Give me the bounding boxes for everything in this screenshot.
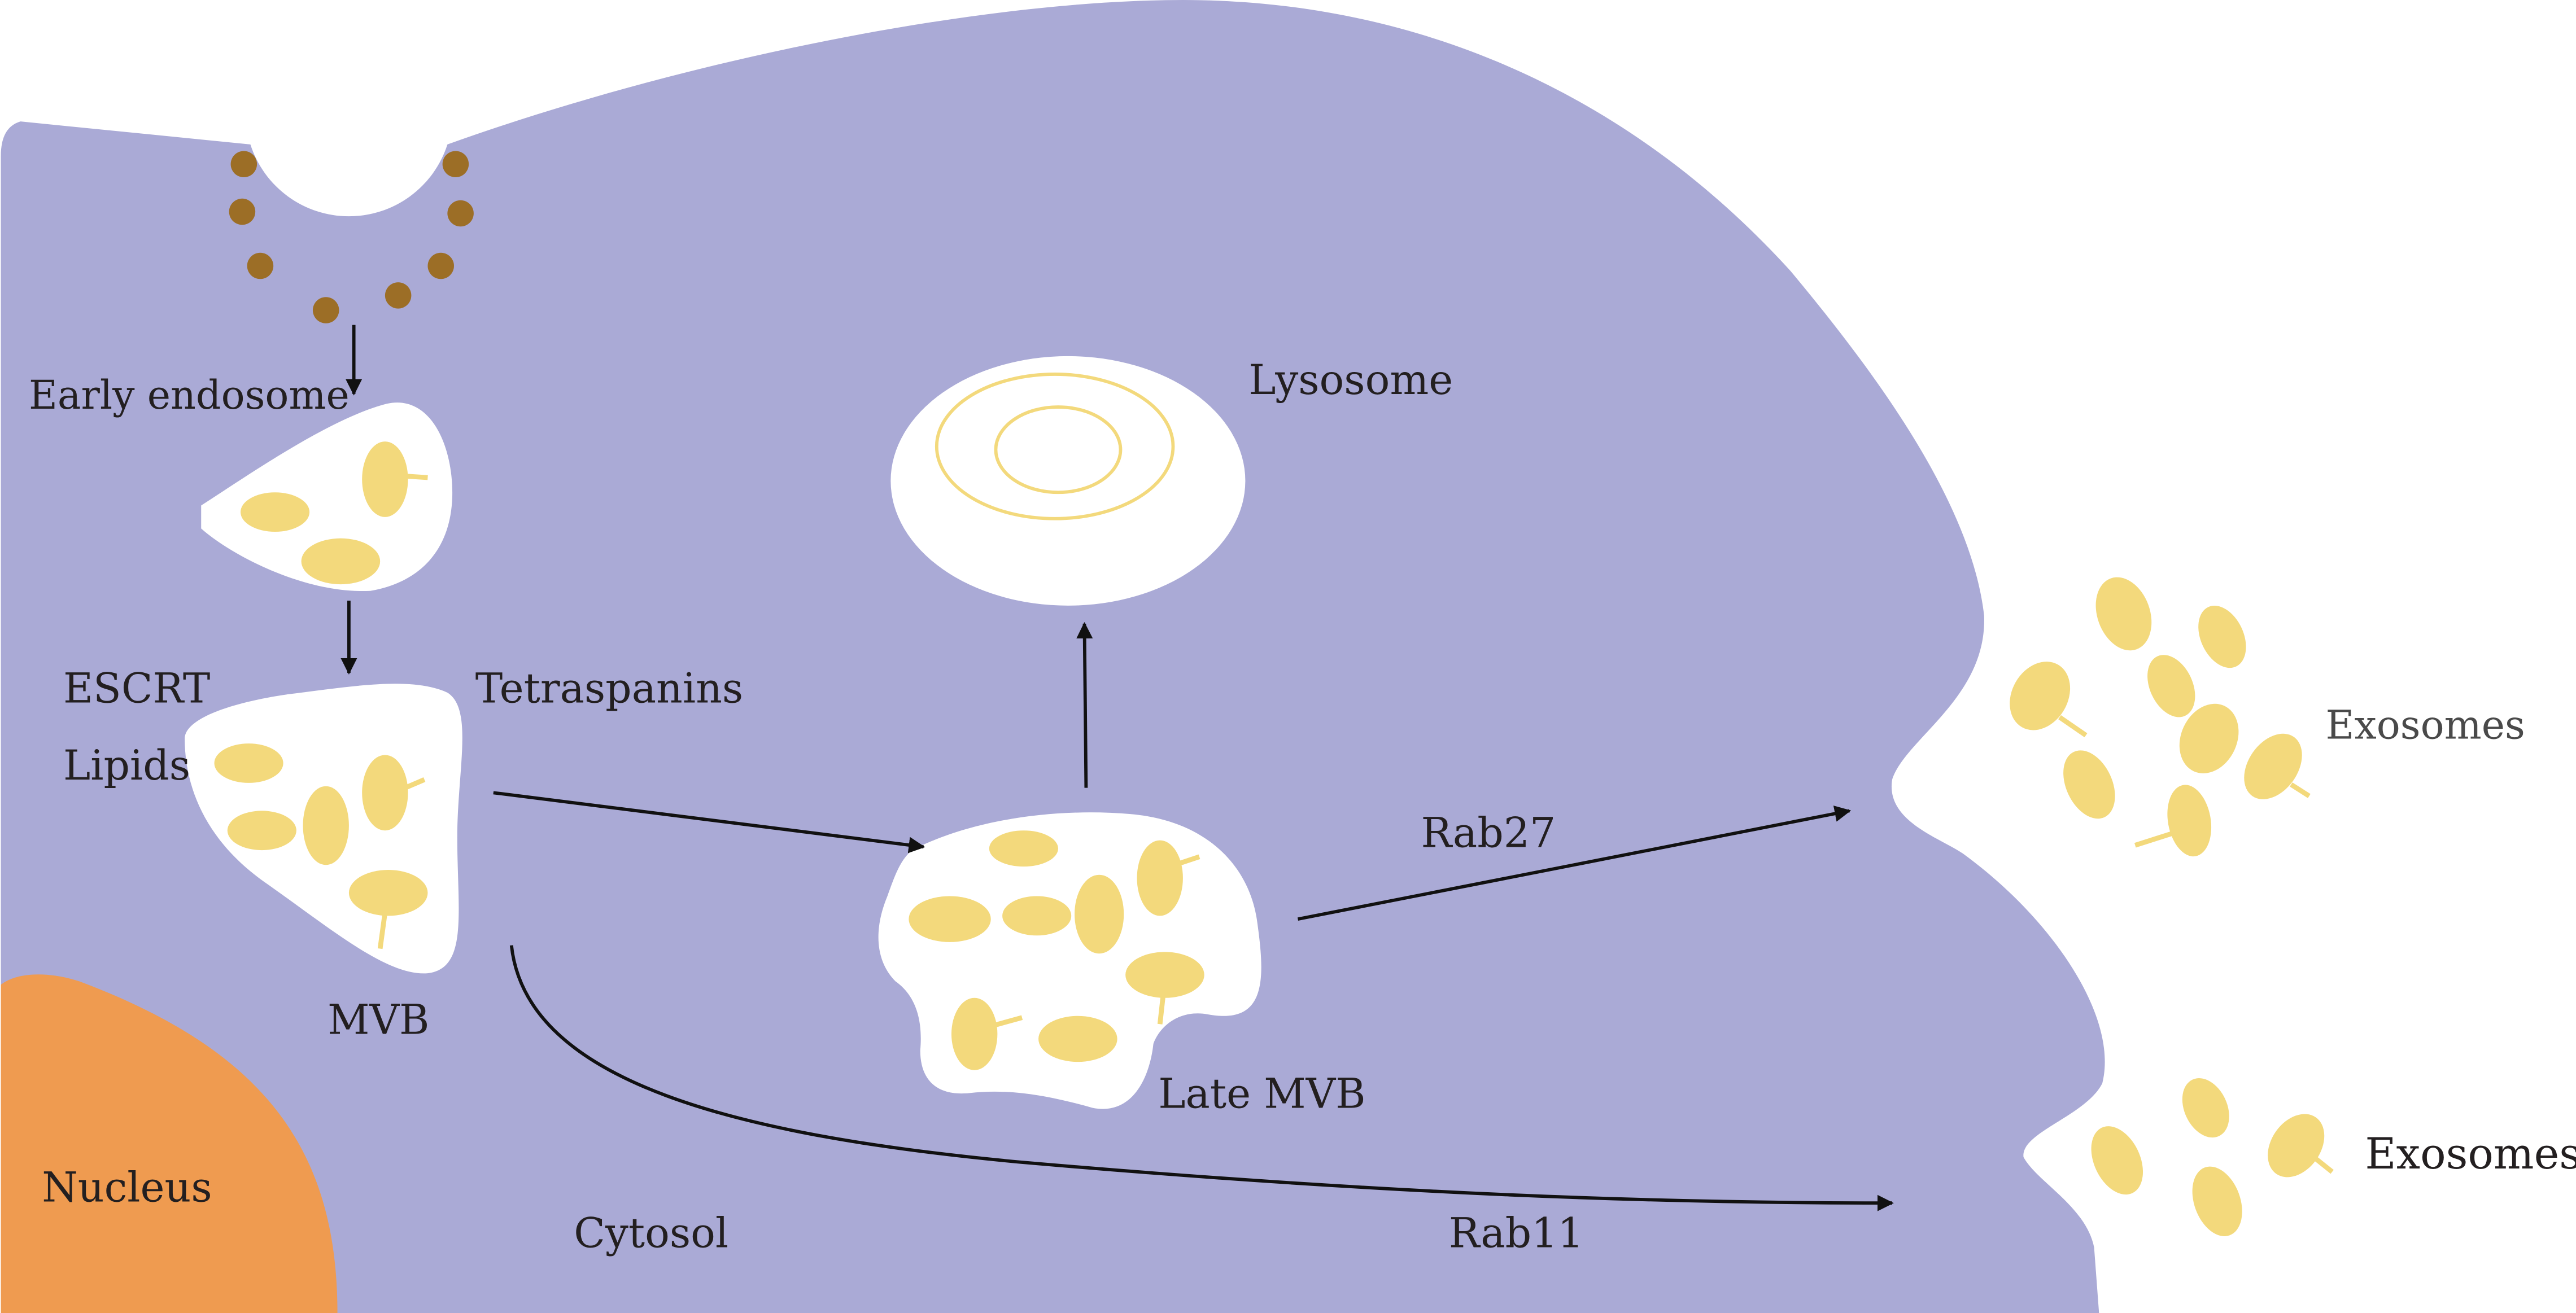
exosome xyxy=(2179,703,2239,773)
label-mvb: MVB xyxy=(328,997,429,1044)
lysosome-inner-ring xyxy=(935,373,1175,520)
vesicle xyxy=(1075,874,1124,954)
cell-body xyxy=(1,0,2105,1313)
vesicle xyxy=(241,492,310,532)
vesicle xyxy=(214,743,283,783)
mvb xyxy=(185,684,462,974)
labels: Early endosome Lysosome ESCRT Lipids Tet… xyxy=(29,357,2576,1258)
vesicle xyxy=(362,441,408,517)
exosome xyxy=(2192,1166,2242,1236)
exosome xyxy=(2198,606,2246,668)
receptor-dot xyxy=(447,200,474,227)
exosome xyxy=(2182,1078,2229,1138)
label-nucleus: Nucleus xyxy=(42,1164,212,1211)
vesicle xyxy=(1137,840,1183,916)
exosome-stalk xyxy=(2314,1157,2334,1174)
lysosome-core-ring xyxy=(994,405,1123,494)
label-escrt: ESCRT xyxy=(63,665,210,712)
vesicle xyxy=(1038,1016,1117,1062)
receptor-dot xyxy=(312,297,339,323)
vesicle xyxy=(362,755,408,831)
label-rab27: Rab27 xyxy=(1421,809,1556,857)
label-late-mvb: Late MVB xyxy=(1158,1071,1365,1118)
arrow-rab11-recycling xyxy=(509,945,1894,1211)
receptor-dot xyxy=(247,252,274,279)
label-exosomes-lower: Exosomes xyxy=(2365,1129,2576,1179)
exosome xyxy=(2167,785,2212,857)
early-endosome xyxy=(201,402,453,592)
exosome xyxy=(2095,577,2152,651)
pathway-arrows xyxy=(340,325,1894,1211)
exosome xyxy=(2147,655,2195,717)
exosome-stalk xyxy=(2058,715,2088,738)
arrow-mvb-to-late-mvb xyxy=(493,791,925,854)
label-exosomes-upper: Exosomes xyxy=(2326,702,2525,748)
label-early-endosome: Early endosome xyxy=(29,373,350,418)
label-lysosome: Lysosome xyxy=(1248,357,1453,404)
label-lipids: Lipids xyxy=(63,742,190,790)
membrane-receptors xyxy=(229,151,474,323)
vesicle xyxy=(348,869,428,916)
exosome-cluster-upper xyxy=(2010,577,2311,857)
nucleus-shape xyxy=(1,974,338,1313)
receptor-dot xyxy=(385,282,412,309)
vesicle xyxy=(303,786,349,865)
tetraspanin-stalk xyxy=(1174,854,1200,868)
vesicle xyxy=(989,830,1058,867)
exosome xyxy=(2244,733,2302,799)
vesicle xyxy=(1002,896,1072,936)
arrow-late-mvb-to-lysosome xyxy=(1076,622,1093,788)
tetraspanin-stalk xyxy=(403,473,428,480)
exosome-cluster-lower xyxy=(2091,1078,2334,1236)
vesicle xyxy=(1125,952,1204,998)
exosome xyxy=(2063,750,2115,819)
arrow-rab27-secretion xyxy=(1297,806,1852,921)
vesicle xyxy=(227,811,296,851)
exosome xyxy=(2268,1114,2325,1178)
tetraspanin-stalk xyxy=(1157,994,1166,1025)
receptor-dot xyxy=(229,198,256,225)
lysosome xyxy=(890,356,1246,606)
lysosome-membrane xyxy=(890,356,1246,606)
exosome-stalk xyxy=(2134,831,2172,848)
exosome-stalk xyxy=(2290,782,2311,798)
vesicle xyxy=(909,896,991,942)
exosome xyxy=(2010,662,2071,730)
vesicle xyxy=(951,997,998,1070)
vesicle xyxy=(301,538,381,585)
label-rab11: Rab11 xyxy=(1449,1210,1584,1258)
receptor-dot xyxy=(442,151,469,178)
tetraspanin-stalk xyxy=(377,912,388,949)
label-cytosol: Cytosol xyxy=(574,1210,728,1258)
label-tetraspanins: Tetraspanins xyxy=(475,665,743,712)
tetraspanin-stalk xyxy=(992,1015,1023,1028)
tetraspanin-stalk xyxy=(400,777,426,792)
receptor-dot xyxy=(427,252,454,279)
late-mvb xyxy=(878,812,1261,1109)
receptor-dot xyxy=(230,151,257,178)
exosome xyxy=(2091,1126,2143,1195)
